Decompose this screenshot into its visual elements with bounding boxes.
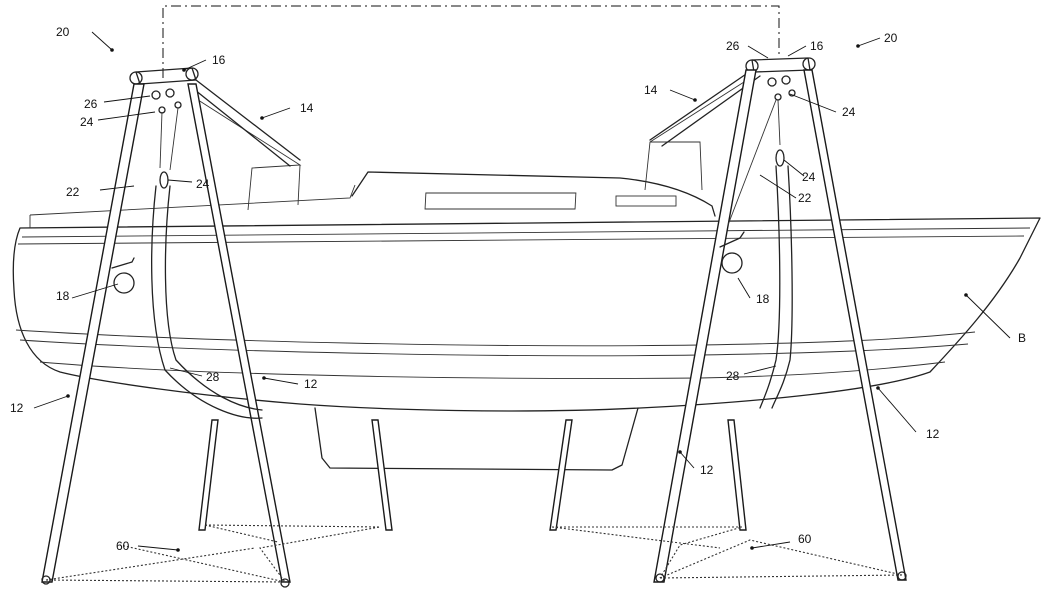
left-rear-leg-b [371,419,393,531]
ref-label-16-left: 16 [212,53,226,67]
left-winch [113,272,135,294]
ref-label-14-left: 14 [300,101,314,115]
left-beam-cap-2 [185,67,199,81]
ref-label-24-left-upper: 24 [80,115,94,129]
ref-label-12-left-inner: 12 [304,377,318,391]
ref-label-B: B [1018,331,1026,345]
ref-label-24-right-upper: 24 [842,105,856,119]
right-front-leg-b [803,69,907,581]
ref-label-12-right-inner: 12 [700,463,714,477]
right-winch [721,252,743,274]
right-front-leg-a [653,69,757,583]
left-front-leg-b [187,83,291,583]
reference-labels: 20 16 26 24 24 14 22 18 28 12 12 60 26 1… [10,25,1026,553]
ref-label-24-right-hook: 24 [802,170,816,184]
right-rear-leg-b [727,419,747,531]
right-top-beam [751,57,811,73]
ref-label-20-left: 20 [56,25,70,39]
ref-label-60-left: 60 [116,539,130,553]
ref-label-16-right: 16 [810,39,824,53]
ref-label-14-right: 14 [644,83,658,97]
ref-label-60-right: 60 [798,532,812,546]
left-front-leg-a [41,83,145,583]
leader-lines [33,31,1011,551]
ref-label-12-left-outer: 12 [10,401,24,415]
leader-arrowheads [66,44,968,552]
ref-label-22-right: 22 [798,191,812,205]
cabin-window-1 [424,192,577,210]
left-rear-leg-a [198,419,219,531]
ref-label-26-left: 26 [84,97,98,111]
right-lift [549,57,907,583]
boat-hull [12,184,1041,471]
right-rear-leg-a [549,419,573,531]
ref-label-24-left-hook: 24 [196,177,210,191]
ref-label-26-right: 26 [726,39,740,53]
ref-label-20-right: 20 [884,31,898,45]
ref-label-18-left: 18 [56,289,70,303]
dash-dot-connector [162,5,780,78]
left-lift [41,67,393,588]
ref-label-22-left: 22 [66,185,80,199]
cabin-window-2 [615,195,677,207]
ref-label-18-right: 18 [756,292,770,306]
ref-label-28-left: 28 [206,370,220,384]
boat-cabin [351,171,716,217]
ref-label-12-right-outer: 12 [926,427,940,441]
ref-label-28-right: 28 [726,369,740,383]
